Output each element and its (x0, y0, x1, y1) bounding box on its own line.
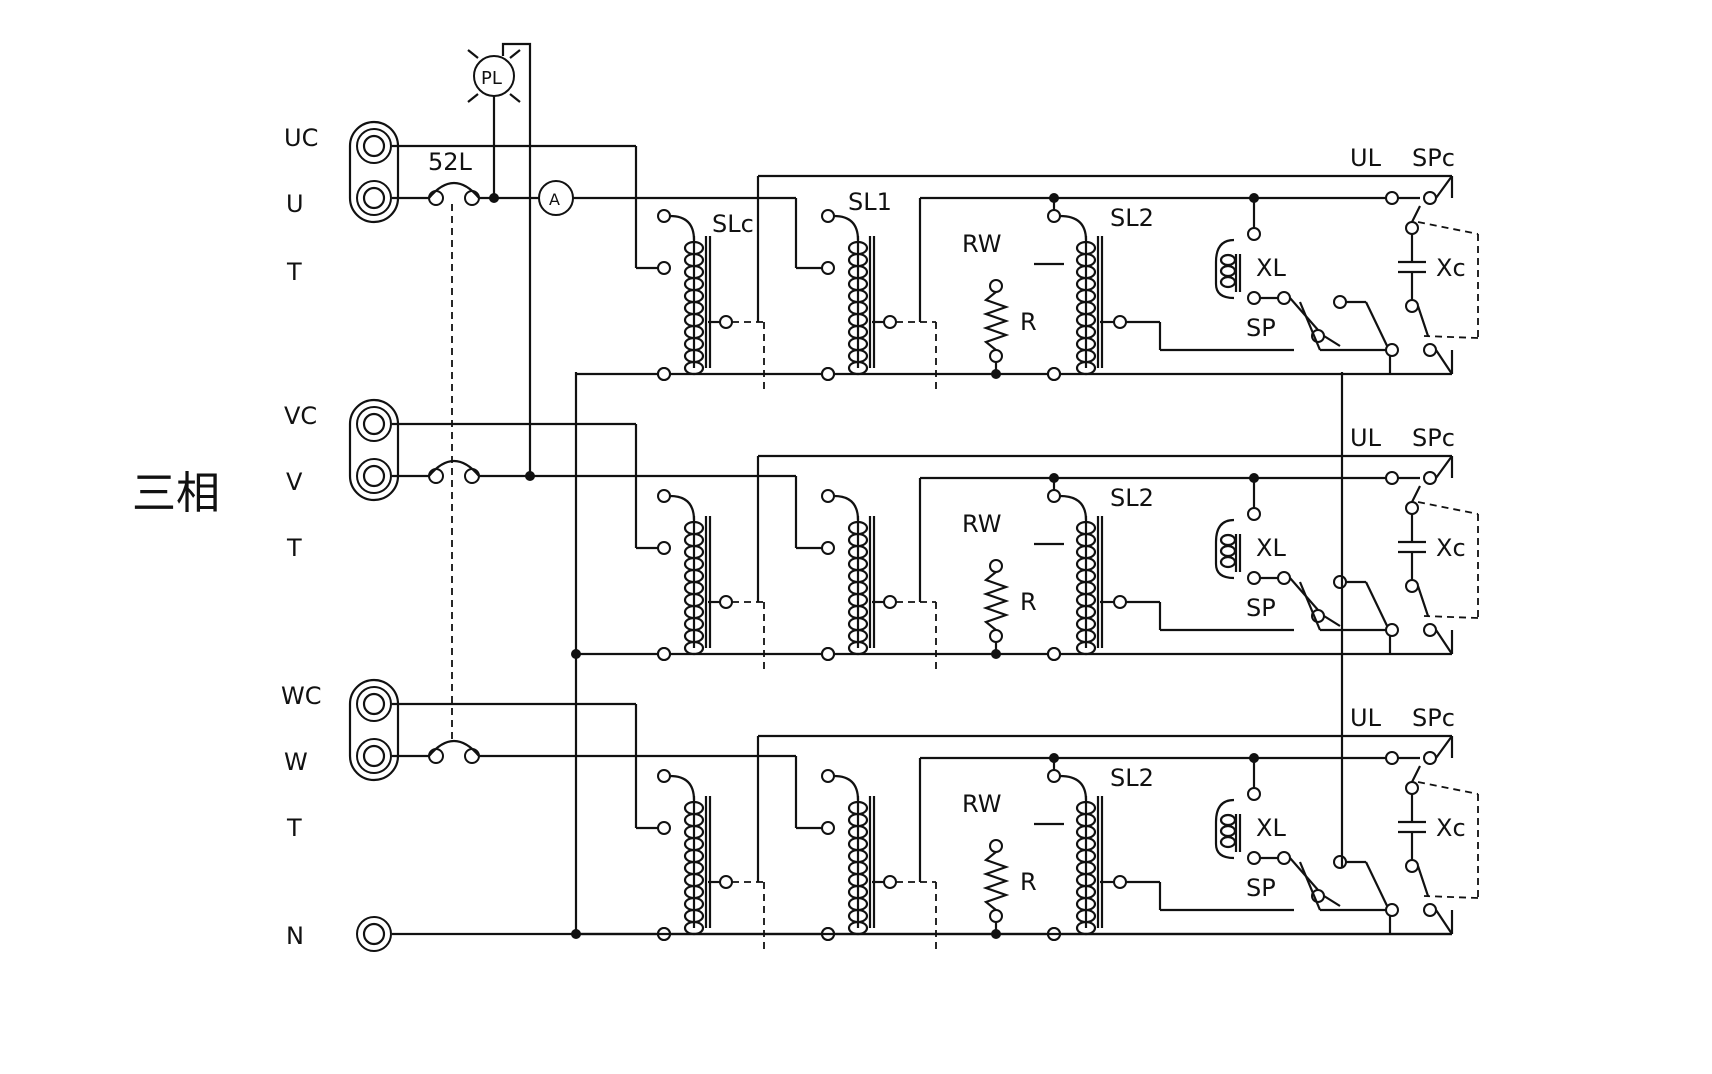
transformer-sl1 (847, 796, 876, 936)
transformer-slc (683, 516, 712, 656)
capacitor-xc-label: Xc (1436, 534, 1466, 562)
terminal-label-t1: T (286, 258, 302, 286)
transformer-sl1 (847, 236, 876, 376)
pilot-lamp-label: PL (481, 68, 502, 89)
terminal-block-v (348, 398, 400, 502)
capacitor-xc-label: Xc (1436, 814, 1466, 842)
resistor-r-label: R (1020, 588, 1037, 616)
terminal-label-u: U (286, 190, 304, 218)
rheostat-rw-label: RW (962, 510, 1001, 538)
ammeter-label: A (549, 190, 560, 209)
transformer-sl2 (1075, 236, 1104, 376)
breaker-label: 52L (428, 148, 473, 176)
transformer-sl2 (1075, 796, 1104, 936)
transformer-sl1-label: SL1 (848, 188, 892, 216)
reactor-xl (1214, 518, 1242, 580)
ammeter: A (538, 180, 574, 216)
resistor-r-label: R (1020, 308, 1037, 336)
ul-label: UL (1350, 704, 1382, 732)
reactor-xl-label: XL (1256, 534, 1286, 562)
terminal-block-u (348, 120, 400, 224)
ul-label: UL (1350, 424, 1382, 452)
capacitor-xc-label: Xc (1436, 254, 1466, 282)
terminal-label-t2: T (286, 534, 302, 562)
transformer-sl1 (847, 516, 876, 656)
ul-label: UL (1350, 144, 1382, 172)
terminal-label-uc: UC (284, 124, 318, 152)
terminal-label-vc: VC (284, 402, 317, 430)
transformer-sl2-label: SL2 (1110, 484, 1154, 512)
switch-sp-label: SP (1246, 594, 1276, 622)
resistor-r-label: R (1020, 868, 1037, 896)
terminal-label-w: W (284, 748, 308, 776)
terminal-label-v: V (286, 468, 303, 496)
pilot-lamp: PL (467, 49, 521, 103)
transformer-slc (683, 796, 712, 936)
switch-sp-label: SP (1246, 314, 1276, 342)
terminal-label-wc: WC (281, 682, 322, 710)
switch-spc-label: SPc (1412, 424, 1455, 452)
switch-spc-label: SPc (1412, 704, 1455, 732)
reactor-xl-label: XL (1256, 254, 1286, 282)
transformer-sl2 (1075, 516, 1104, 656)
transformer-sl2-label: SL2 (1110, 204, 1154, 232)
transformer-sl2-label: SL2 (1110, 764, 1154, 792)
switch-sp-label: SP (1246, 874, 1276, 902)
transformer-slc-label: SLc (712, 210, 754, 238)
three-phase-label: 三相 (132, 468, 220, 519)
reactor-xl (1214, 238, 1242, 300)
switch-spc-label: SPc (1412, 144, 1455, 172)
rheostat-rw-label: RW (962, 790, 1001, 818)
reactor-xl (1214, 798, 1242, 860)
terminal-n (356, 916, 392, 952)
transformer-slc (683, 236, 712, 376)
reactor-xl-label: XL (1256, 814, 1286, 842)
terminal-label-n: N (286, 922, 304, 950)
rheostat-rw-label: RW (962, 230, 1001, 258)
terminal-label-t3: T (286, 814, 302, 842)
terminal-block-w (348, 678, 400, 782)
